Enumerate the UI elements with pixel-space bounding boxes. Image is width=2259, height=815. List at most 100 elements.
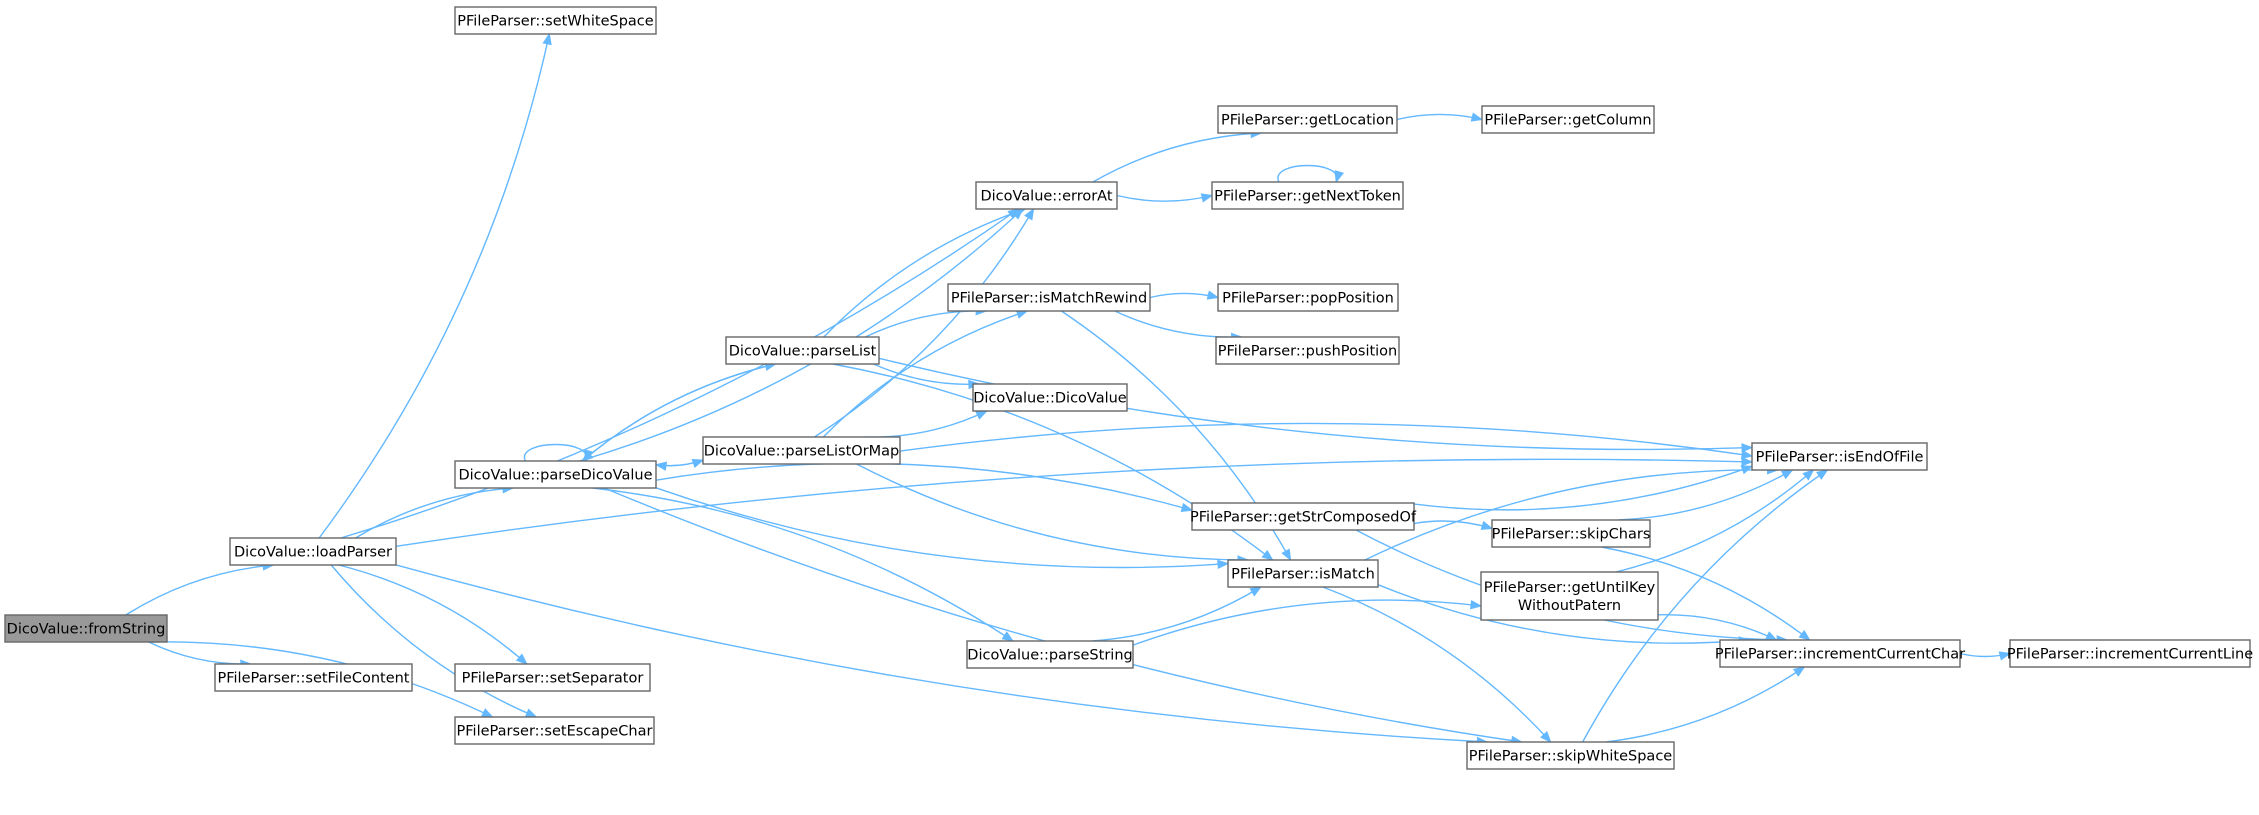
node-box[interactable] (454, 663, 651, 692)
node-skipChars[interactable]: PFileParser::skipChars (1491, 519, 1651, 548)
node-label: DicoValue::parseList (729, 344, 877, 360)
edge-line (395, 564, 1488, 743)
edge-parseListOrMap-to-DicoValue (864, 410, 988, 438)
edge-line (581, 363, 776, 462)
node-setWhiteSpace[interactable]: PFileParser::setWhiteSpace (454, 6, 657, 35)
edge-incrementCurrentChar-to-incrementCurrentLine (1959, 651, 2012, 661)
edge-line (1092, 132, 1262, 183)
node-getStrComposedOf[interactable]: PFileParser::getStrComposedOf (1190, 502, 1417, 531)
edge-getUntilKeyWithoutPatern-to-isEndOfFile (1615, 469, 1815, 573)
edge-line (1092, 586, 1262, 642)
node-box[interactable] (214, 663, 413, 692)
arrowhead (975, 410, 988, 420)
node-box[interactable] (2009, 639, 2251, 668)
node-box[interactable] (454, 460, 657, 489)
node-getNextToken[interactable]: PFileParser::getNextToken (1211, 181, 1404, 210)
edge-loadParser-to-isEndOfFile (395, 456, 1754, 548)
node-box[interactable] (454, 6, 657, 35)
node-box[interactable] (1751, 442, 1928, 471)
edge-line (125, 564, 274, 616)
node-setSeparator[interactable]: PFileParser::setSeparator (454, 663, 651, 692)
node-popPosition[interactable]: PFileParser::popPosition (1217, 283, 1399, 312)
edge-line (1114, 310, 1242, 338)
node-box[interactable] (972, 383, 1128, 412)
node-DicoValue[interactable]: DicoValue::DicoValue (972, 383, 1128, 412)
node-fromString[interactable]: DicoValue::fromString (4, 614, 168, 643)
node-getColumn[interactable]: PFileParser::getColumn (1481, 105, 1655, 134)
node-box[interactable] (1217, 283, 1399, 312)
node-isEndOfFile[interactable]: PFileParser::isEndOfFile (1751, 442, 1928, 471)
arrowhead (1001, 631, 1015, 642)
node-label: PFileParser::getStrComposedOf (1190, 510, 1417, 526)
node-parseListOrMap[interactable]: DicoValue::parseListOrMap (702, 436, 901, 465)
node-box[interactable] (702, 436, 901, 465)
node-incrementCurrentChar[interactable]: PFileParser::incrementCurrentChar (1715, 639, 1965, 668)
node-box[interactable] (1215, 336, 1400, 365)
edge-loadParser-to-setSeparator (338, 564, 528, 665)
edge-parseListOrMap-to-parseDicoValue (654, 459, 704, 471)
node-label: PFileParser::getLocation (1221, 113, 1394, 129)
node-errorAt[interactable]: DicoValue::errorAt (975, 181, 1118, 210)
arrowhead (1480, 520, 1494, 530)
node-box[interactable] (229, 537, 397, 566)
edge-line (1582, 469, 1828, 743)
node-box[interactable] (1719, 639, 1961, 668)
node-box[interactable] (1191, 502, 1415, 531)
node-box[interactable] (1480, 571, 1659, 621)
arrowhead (1206, 290, 1220, 300)
edge-line (823, 208, 1026, 338)
edge-parseListOrMap-to-isEndOfFile (899, 422, 1754, 460)
node-label: DicoValue::errorAt (980, 189, 1112, 205)
arrowhead (1200, 193, 1214, 203)
node-box[interactable] (947, 283, 1151, 312)
arrowhead (1334, 170, 1345, 184)
node-box[interactable] (1217, 105, 1398, 134)
node-label: PFileParser::isEndOfFile (1756, 450, 1924, 466)
node-box[interactable] (1491, 519, 1651, 548)
node-box[interactable] (1481, 105, 1655, 134)
node-label: PFileParser::isMatchRewind (951, 291, 1147, 307)
edge-line (318, 33, 551, 539)
edge-line (1396, 113, 1483, 121)
node-parseString[interactable]: DicoValue::parseString (966, 640, 1134, 669)
node-box[interactable] (975, 181, 1118, 210)
node-parseDicoValue[interactable]: DicoValue::parseDicoValue (454, 460, 657, 489)
node-parseList[interactable]: DicoValue::parseList (725, 336, 880, 365)
edge-line (1277, 164, 1338, 183)
edge-getLocation-to-getColumn (1396, 112, 1484, 122)
node-pushPosition[interactable]: PFileParser::pushPosition (1215, 336, 1400, 365)
node-getLocation[interactable]: PFileParser::getLocation (1217, 105, 1398, 134)
edge-skipChars-to-isEndOfFile (1618, 469, 1794, 521)
node-box[interactable] (725, 336, 880, 365)
edge-line (1601, 546, 1811, 641)
node-isMatch[interactable]: PFileParser::isMatch (1227, 559, 1379, 588)
node-label: PFileParser::getNextToken (1214, 189, 1401, 205)
node-box[interactable] (1211, 181, 1404, 210)
node-setFileContent[interactable]: PFileParser::setFileContent (214, 663, 413, 692)
node-setEscapeChar[interactable]: PFileParser::setEscapeChar (454, 716, 655, 745)
node-box[interactable] (1227, 559, 1379, 588)
node-label: PFileParser::setSeparator (462, 671, 644, 687)
node-box[interactable] (1466, 741, 1675, 770)
arrowhead (1180, 502, 1194, 512)
edge-loadParser-to-parseDicoValue (355, 484, 515, 539)
node-isMatchRewind[interactable]: PFileParser::isMatchRewind (947, 283, 1151, 312)
node-box[interactable] (966, 640, 1134, 669)
edge-fromString-to-loadParser (125, 561, 275, 616)
node-box[interactable] (4, 614, 168, 643)
node-label: DicoValue::parseDicoValue (458, 468, 652, 484)
node-skipWhiteSpace[interactable]: PFileParser::skipWhiteSpace (1466, 741, 1675, 770)
graph-edges (125, 32, 2012, 747)
edge-parseString-to-getUntilKeyWithoutPatern (1132, 599, 1483, 646)
edge-errorAt-to-getLocation (1092, 128, 1263, 183)
edge-isMatchRewind-to-popPosition (1149, 290, 1220, 300)
node-incrementCurrentLine[interactable]: PFileParser::incrementCurrentLine (2007, 639, 2253, 668)
arrowhead (1998, 651, 2012, 661)
node-loadParser[interactable]: DicoValue::loadParser (229, 537, 397, 566)
node-box[interactable] (454, 716, 655, 745)
edge-line (1116, 194, 1213, 202)
graph-nodes: DicoValue::fromString DicoValue::loadPars… (4, 6, 2253, 770)
arrowhead (1024, 207, 1035, 221)
